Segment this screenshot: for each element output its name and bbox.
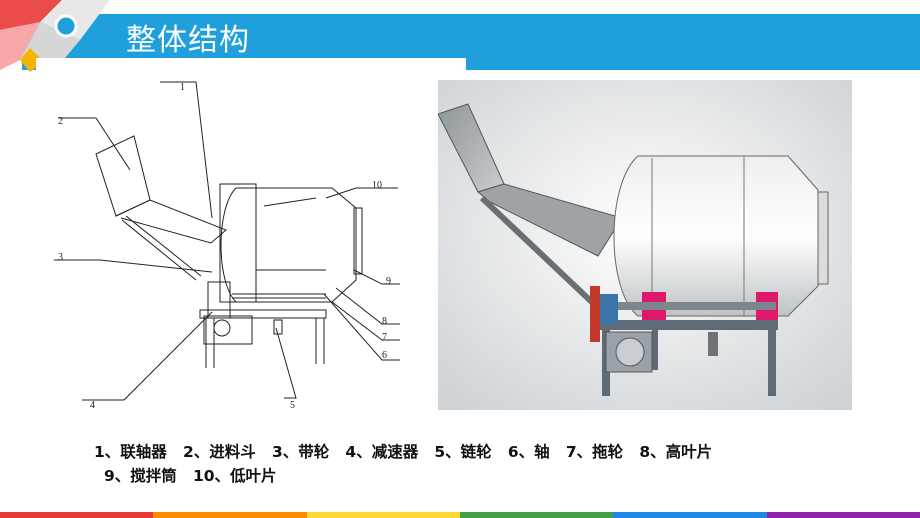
strip-segment-green <box>459 512 614 518</box>
strip-segment-blue <box>613 512 767 518</box>
structure-3d-render <box>438 80 852 410</box>
rocket-logo-icon <box>0 0 110 72</box>
callout-10: 10 <box>372 180 382 191</box>
strip-segment-yellow <box>306 512 460 518</box>
callout-8: 8 <box>382 316 387 327</box>
structure-line-drawing: 1 2 3 4 5 6 7 8 9 10 <box>36 58 466 424</box>
callout-5: 5 <box>290 400 295 411</box>
callout-4: 4 <box>90 400 95 411</box>
callout-1: 1 <box>180 82 185 93</box>
slide-title: 整体结构 <box>126 23 250 58</box>
callout-7: 7 <box>382 332 387 343</box>
parts-legend-line-1: 1、联轴器 2、进料斗 3、带轮 4、减速器 5、链轮 6、轴 7、拖轮 8、高… <box>94 443 713 461</box>
strip-segment-purple <box>766 512 920 518</box>
strip-segment-red <box>0 512 154 518</box>
callout-3: 3 <box>58 252 63 263</box>
callout-9: 9 <box>386 276 391 287</box>
callout-6: 6 <box>382 350 387 361</box>
bottom-color-strip <box>0 512 920 518</box>
callout-2: 2 <box>58 116 63 127</box>
parts-legend-line-2: 9、搅拌筒 10、低叶片 <box>104 467 277 485</box>
strip-segment-orange <box>153 512 307 518</box>
